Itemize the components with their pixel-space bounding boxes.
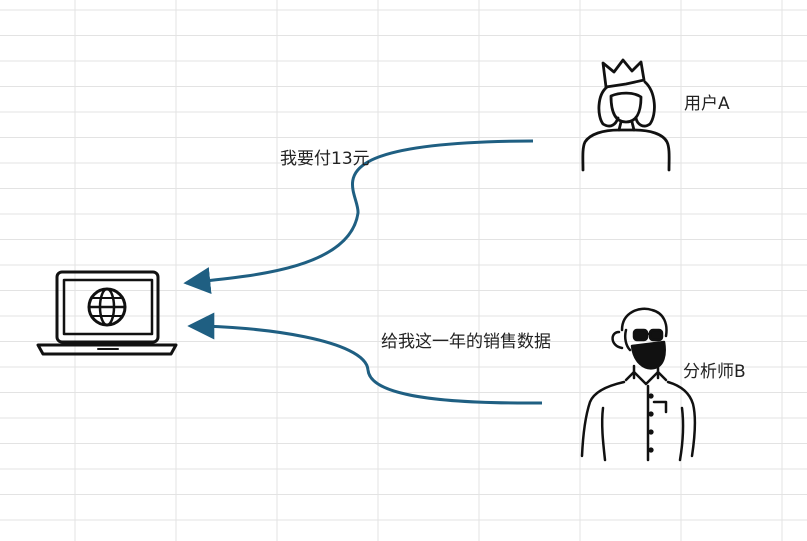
arrow-user-a-to-laptop [183,139,534,294]
user-a-label: 用户A [684,94,730,114]
analyst-b-label: 分析师B [683,362,746,382]
laptop-globe-icon [36,270,178,356]
message-request-label: 给我这一年的销售数据 [381,332,551,352]
arrow-analyst-b-to-laptop [187,312,543,405]
crowned-person-icon [581,58,671,172]
globe-icon [87,287,127,327]
message-pay-label: 我要付13元 [280,149,370,169]
bearded-person-icon [580,307,697,462]
